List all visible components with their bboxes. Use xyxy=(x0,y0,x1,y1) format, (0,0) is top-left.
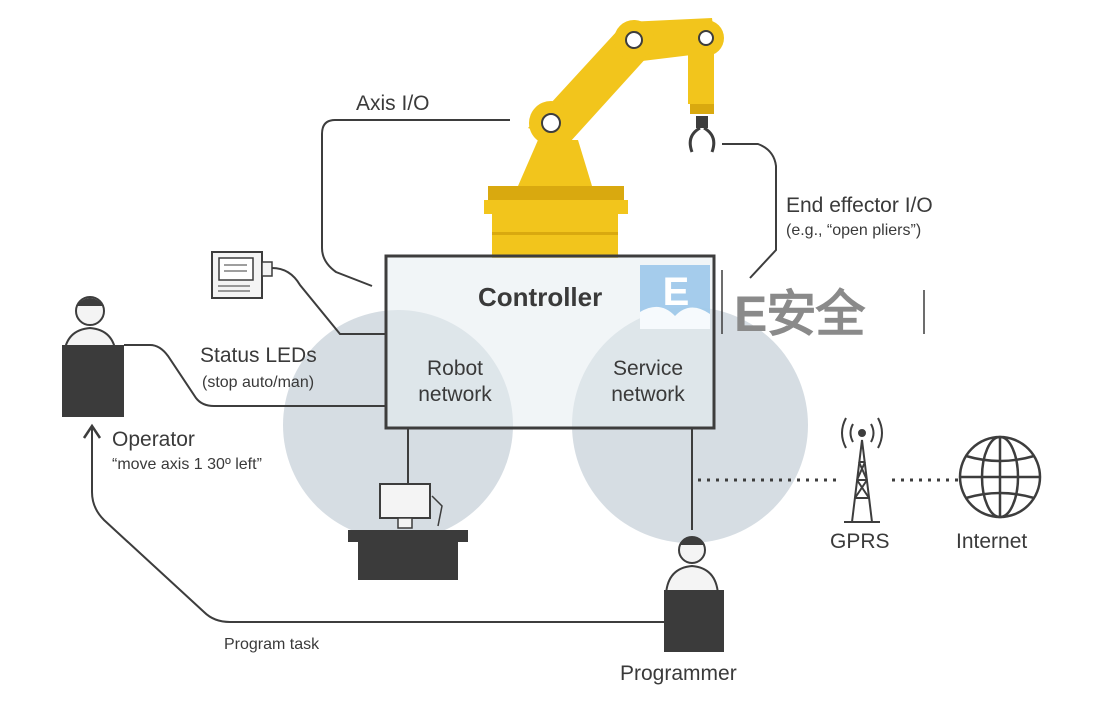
program-task-arrow xyxy=(82,423,102,439)
operator-line xyxy=(124,344,386,407)
axis-io-line xyxy=(321,119,510,287)
end-effector-io-line xyxy=(722,143,777,279)
axis-io-label: Axis I/O xyxy=(356,92,430,115)
status-led-device xyxy=(211,251,273,299)
end-effector-example: (e.g., “open pliers”) xyxy=(786,222,922,239)
robot-arm xyxy=(484,18,724,258)
program-task-label: Program task xyxy=(224,636,320,653)
end-effector-io-label: End effector I/O xyxy=(786,194,933,217)
status-led-line xyxy=(271,267,386,335)
watermark-icon-letter: E xyxy=(662,270,690,314)
operator-figure xyxy=(62,296,124,417)
gprs-label: GPRS xyxy=(830,530,890,553)
operator-label: Operator xyxy=(112,428,195,451)
controller-title: Controller xyxy=(478,282,603,312)
service-network-label: Service network xyxy=(611,357,685,406)
watermark-logo xyxy=(640,265,925,334)
gprs-tower-icon xyxy=(841,417,883,523)
program-task-line xyxy=(91,428,664,623)
robot-network-label: Robot network xyxy=(418,357,492,406)
watermark-text: E安全 xyxy=(734,286,865,342)
status-leds-sub: (stop auto/man) xyxy=(202,374,315,391)
programmer-figure xyxy=(664,536,724,652)
operator-command: “move axis 1 30º left” xyxy=(112,456,262,473)
status-leds-label: Status LEDs xyxy=(200,344,317,367)
programmer-label: Programmer xyxy=(620,662,737,685)
terminal-computer xyxy=(348,483,468,580)
internet-globe-icon xyxy=(958,435,1042,519)
internet-label: Internet xyxy=(956,530,1028,553)
